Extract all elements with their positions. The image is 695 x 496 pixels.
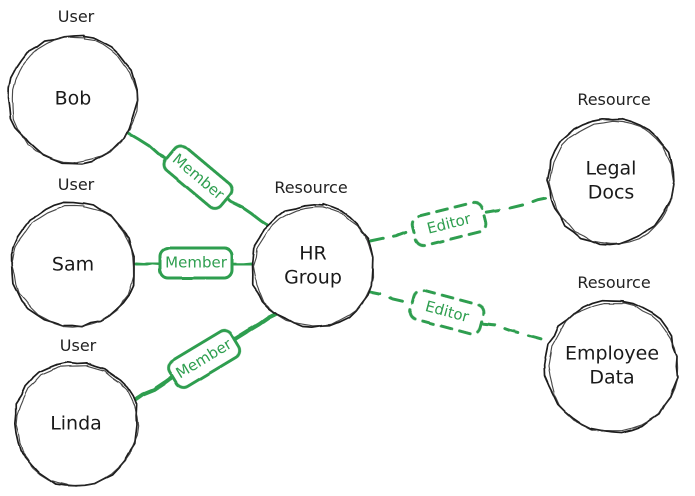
node-type-label-linda: User <box>60 336 97 355</box>
edge-label-sam-member-hr[interactable]: Member <box>158 246 234 280</box>
node-name-legal_docs: Legal <box>586 158 637 180</box>
edge-label-box-bob-member-hr <box>162 144 234 210</box>
node-circle-sketch-linda <box>15 365 140 487</box>
node-circle-linda <box>13 361 138 487</box>
node-circle-sketch-sam <box>11 204 135 328</box>
node-name-legal_docs: Docs <box>588 182 635 204</box>
node-name-linda: Linda <box>50 413 102 435</box>
edge-label-box-hr-editor-employee <box>408 288 486 336</box>
node-name-employee_data: Employee <box>565 343 659 365</box>
edge-label-bob-member-hr[interactable]: Member <box>161 142 235 211</box>
node-name-hr_group: Group <box>284 267 342 289</box>
edge-label-text-sam-member-hr: Member <box>165 254 228 272</box>
node-circle-sketch-employee_data <box>547 302 679 432</box>
edge-label-box-hr-editor-legal <box>410 200 488 248</box>
node-type-label-employee_data: Resource <box>577 273 650 292</box>
node-name-sam: Sam <box>52 254 94 276</box>
node-type-label-legal_docs: Resource <box>577 90 650 109</box>
node-name-bob: Bob <box>55 88 92 110</box>
node-name-hr_group: HR <box>299 243 327 265</box>
node-circle-sketch-legal_docs <box>548 120 675 245</box>
edge-label-box-linda-member-hr <box>166 329 242 389</box>
node-circle-legal_docs <box>546 117 675 246</box>
node-type-label-bob: User <box>58 7 95 26</box>
node-circle-sketch-bob <box>12 36 139 164</box>
edge-hr-editor-legal[interactable] <box>368 195 553 243</box>
nodes-layer: UserBobUserSamUserLindaResourceHRGroupRe… <box>7 7 679 487</box>
edge-label-linda-member-hr[interactable]: Member <box>165 328 242 391</box>
node-circle-sketch-hr_group <box>252 206 374 327</box>
edge-label-hr-editor-legal[interactable]: Editor <box>410 200 488 248</box>
edge-label-hr-editor-employee[interactable]: Editor <box>408 288 486 336</box>
node-circle-bob <box>7 34 139 165</box>
node-type-label-hr_group: Resource <box>274 178 347 197</box>
node-circle-hr_group <box>251 203 374 328</box>
node-name-employee_data: Data <box>589 367 634 389</box>
node-type-label-sam: User <box>58 175 95 194</box>
edge-label-box-sam-member-hr <box>158 246 234 280</box>
